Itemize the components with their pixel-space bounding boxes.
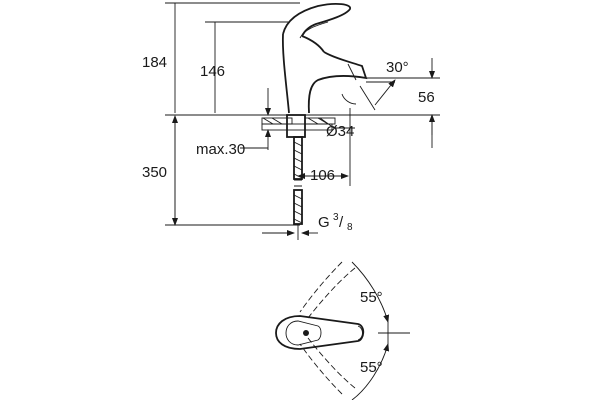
label-hose-length: 350 bbox=[142, 164, 167, 181]
label-max-deck: max.30 bbox=[196, 141, 245, 158]
label-spout-reach: 106 bbox=[310, 167, 335, 184]
faucet-top-view bbox=[275, 261, 410, 400]
height-dimensions bbox=[165, 2, 300, 226]
thread-separator: / bbox=[339, 214, 344, 231]
thread-prefix: G bbox=[318, 214, 330, 231]
label-spout-angle: 30° bbox=[386, 59, 409, 76]
thread-numerator: 3 bbox=[333, 212, 339, 223]
faucet-side-view bbox=[281, 2, 368, 114]
spout-angle-dimension bbox=[359, 77, 440, 111]
label-spout-height: 146 bbox=[200, 63, 225, 80]
label-lever-angle-bottom: 55° bbox=[360, 359, 383, 376]
label-thread: G 3 / 8 bbox=[318, 212, 353, 233]
thread-denominator: 8 bbox=[347, 222, 353, 233]
mounting-assembly bbox=[240, 88, 355, 150]
hose bbox=[293, 136, 303, 240]
label-hole-diameter: Ø34 bbox=[326, 123, 354, 140]
label-reach-height: 56 bbox=[418, 89, 435, 106]
label-total-height: 184 bbox=[142, 54, 167, 71]
spout-reach-dimension bbox=[297, 108, 351, 186]
label-lever-angle-top: 55° bbox=[360, 289, 383, 306]
